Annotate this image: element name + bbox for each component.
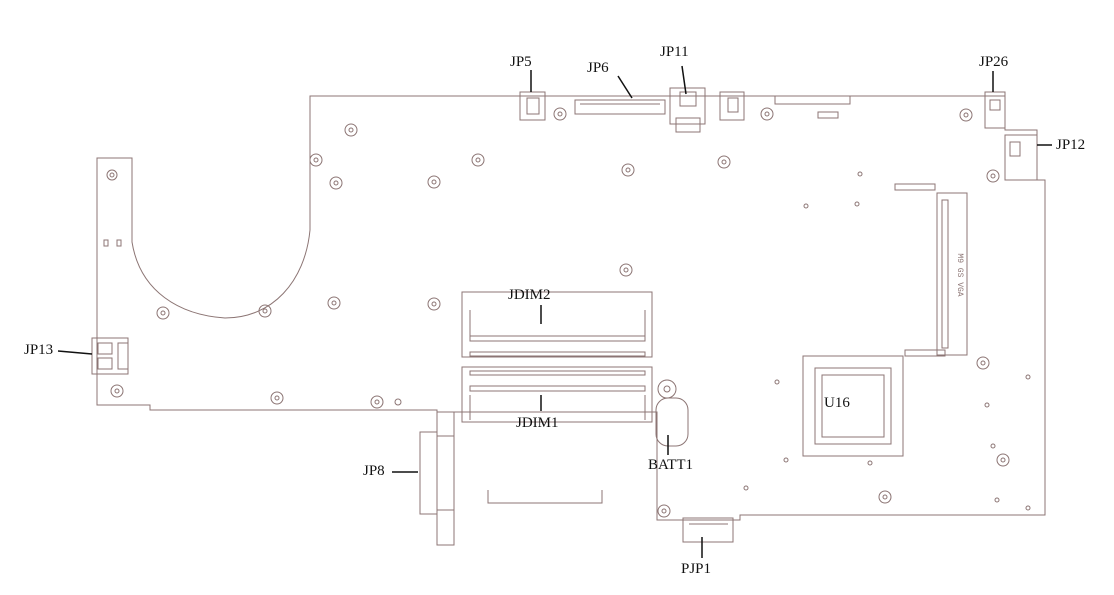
jp26-connector — [984, 91, 1006, 129]
jp12-connector — [1004, 134, 1038, 181]
u16-chip — [802, 355, 904, 457]
label-jdim1: JDIM1 — [516, 415, 559, 431]
jdim1-slot — [461, 366, 653, 423]
jp5-connector — [519, 91, 546, 121]
label-jp5: JP5 — [510, 54, 532, 70]
label-pjp1: PJP1 — [681, 561, 712, 577]
vga-slot-marking: M9 GS VGA — [955, 253, 964, 296]
jp6-leader — [617, 75, 633, 99]
label-jp11: JP11 — [660, 44, 689, 60]
label-jp13: JP13 — [24, 342, 54, 358]
jp8-connector — [436, 411, 455, 546]
pjp1-connector — [682, 517, 734, 543]
jp11-connector — [669, 87, 706, 125]
label-batt1: BATT1 — [648, 457, 693, 473]
label-jp12: JP12 — [1056, 137, 1086, 153]
label-jp8: JP8 — [363, 463, 385, 479]
jp6-connector — [574, 99, 666, 115]
vga-slot — [936, 192, 968, 356]
jp13-leader — [57, 350, 93, 355]
mounting-holes — [156, 107, 1031, 518]
batt1-holder — [655, 397, 689, 447]
board-outline — [96, 95, 1046, 521]
label-jp6: JP6 — [587, 60, 609, 76]
label-u16: U16 — [824, 395, 850, 411]
jp11-leader — [681, 65, 687, 95]
jdim2-slot — [461, 291, 653, 358]
label-jdim2: JDIM2 — [508, 287, 551, 303]
label-jp26: JP26 — [979, 54, 1009, 70]
